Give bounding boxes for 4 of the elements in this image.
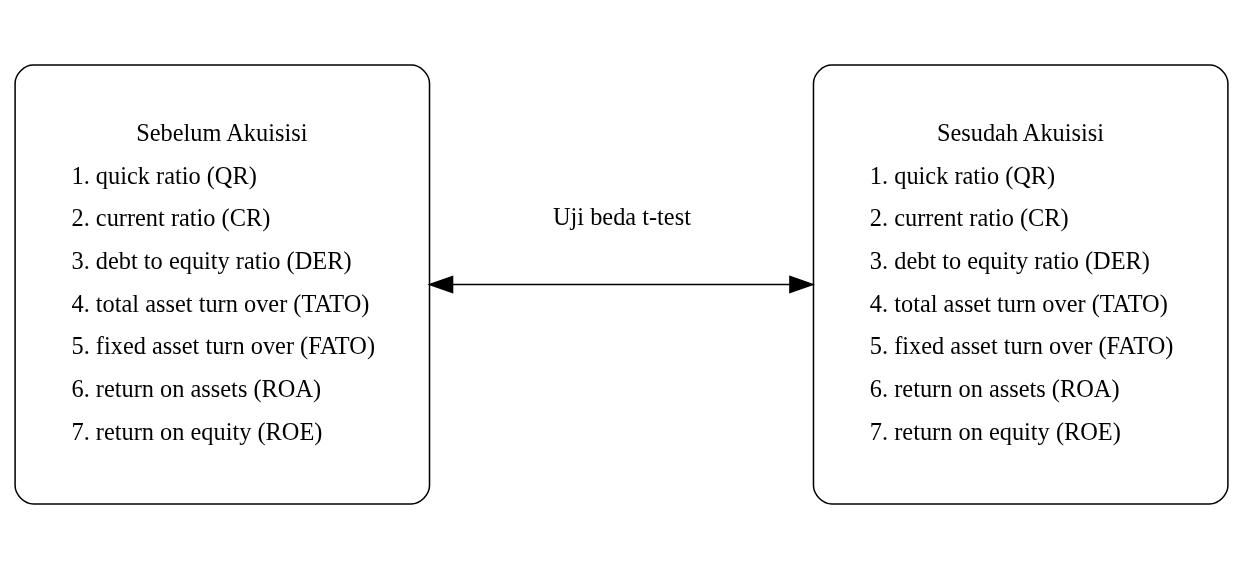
node-box: Sesudah Akuisisi 1. quick ratio (QR) 2. current ratio (CR) 3. debt to equity ratio (DER) 4. total asset turn over (TATO) 5. fixed asset turn over (FATO) 6. return on assets (ROA) 7. return on equity (ROE) <box>812 63 1229 505</box>
node-box: Sebelum Akuisisi 1. quick ratio (QR) 2. current ratio (CR) 3. debt to equity ratio (DER) 4. total asset turn over (TATO) 5. fixed asset turn over (FATO) 6. return on assets (ROA) 7. return on equity (ROE) <box>14 63 431 505</box>
arrow <box>427 274 816 294</box>
edge-label: Uji beda t-test <box>552 202 691 230</box>
